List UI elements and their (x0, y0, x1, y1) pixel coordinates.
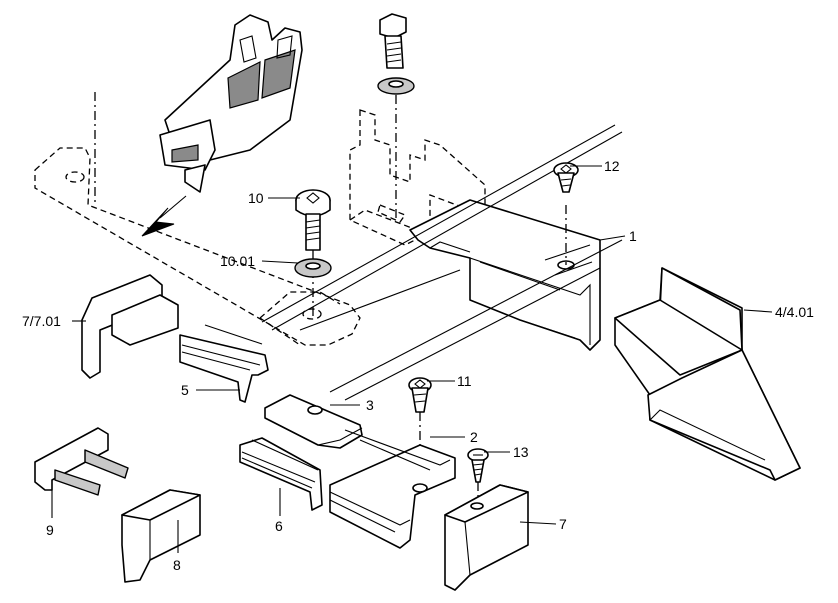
callout-3: 3 (366, 397, 374, 413)
stepped-bracket-outline (349, 109, 486, 246)
part-7-7-01 (81, 274, 179, 379)
washer-1001 (294, 258, 332, 278)
screw-13 (467, 448, 489, 505)
callout-5: 5 (181, 382, 189, 398)
screw-10 (295, 189, 331, 320)
leader-lines (51, 165, 773, 553)
callout-2: 2 (470, 429, 478, 445)
part-7-block (444, 484, 529, 591)
callout-labels: 12 1 10 10.01 4/4.01 7/7.01 11 5 3 2 13 … (22, 158, 814, 573)
callout-1: 1 (629, 228, 637, 244)
callout-8: 8 (173, 557, 181, 573)
seat-rail-outline (34, 147, 361, 346)
part-1-rail (409, 199, 601, 351)
callout-6: 6 (275, 518, 283, 534)
part-9-clip (34, 427, 129, 496)
callout-9: 9 (46, 522, 54, 538)
part-4-block (614, 267, 801, 481)
screw-12 (553, 162, 579, 193)
callout-12: 12 (604, 158, 620, 174)
callout-7-7-01: 7/7.01 (22, 313, 61, 329)
part-5-rail (179, 324, 269, 403)
callout-7: 7 (559, 516, 567, 532)
part-2-bracket (329, 429, 456, 549)
seat-illustration (159, 14, 303, 193)
direction-arrow (141, 195, 187, 237)
part-6-rail (239, 437, 323, 511)
rail-guides (261, 124, 623, 401)
part-8-block (121, 489, 201, 583)
part-3-plate (264, 394, 363, 449)
callout-4-4-01: 4/4.01 (775, 304, 814, 320)
bolt-top (377, 13, 415, 220)
callout-13: 13 (513, 444, 529, 460)
callout-10: 10 (248, 190, 264, 206)
callout-10-01: 10.01 (220, 253, 255, 269)
callout-11: 11 (457, 373, 472, 389)
